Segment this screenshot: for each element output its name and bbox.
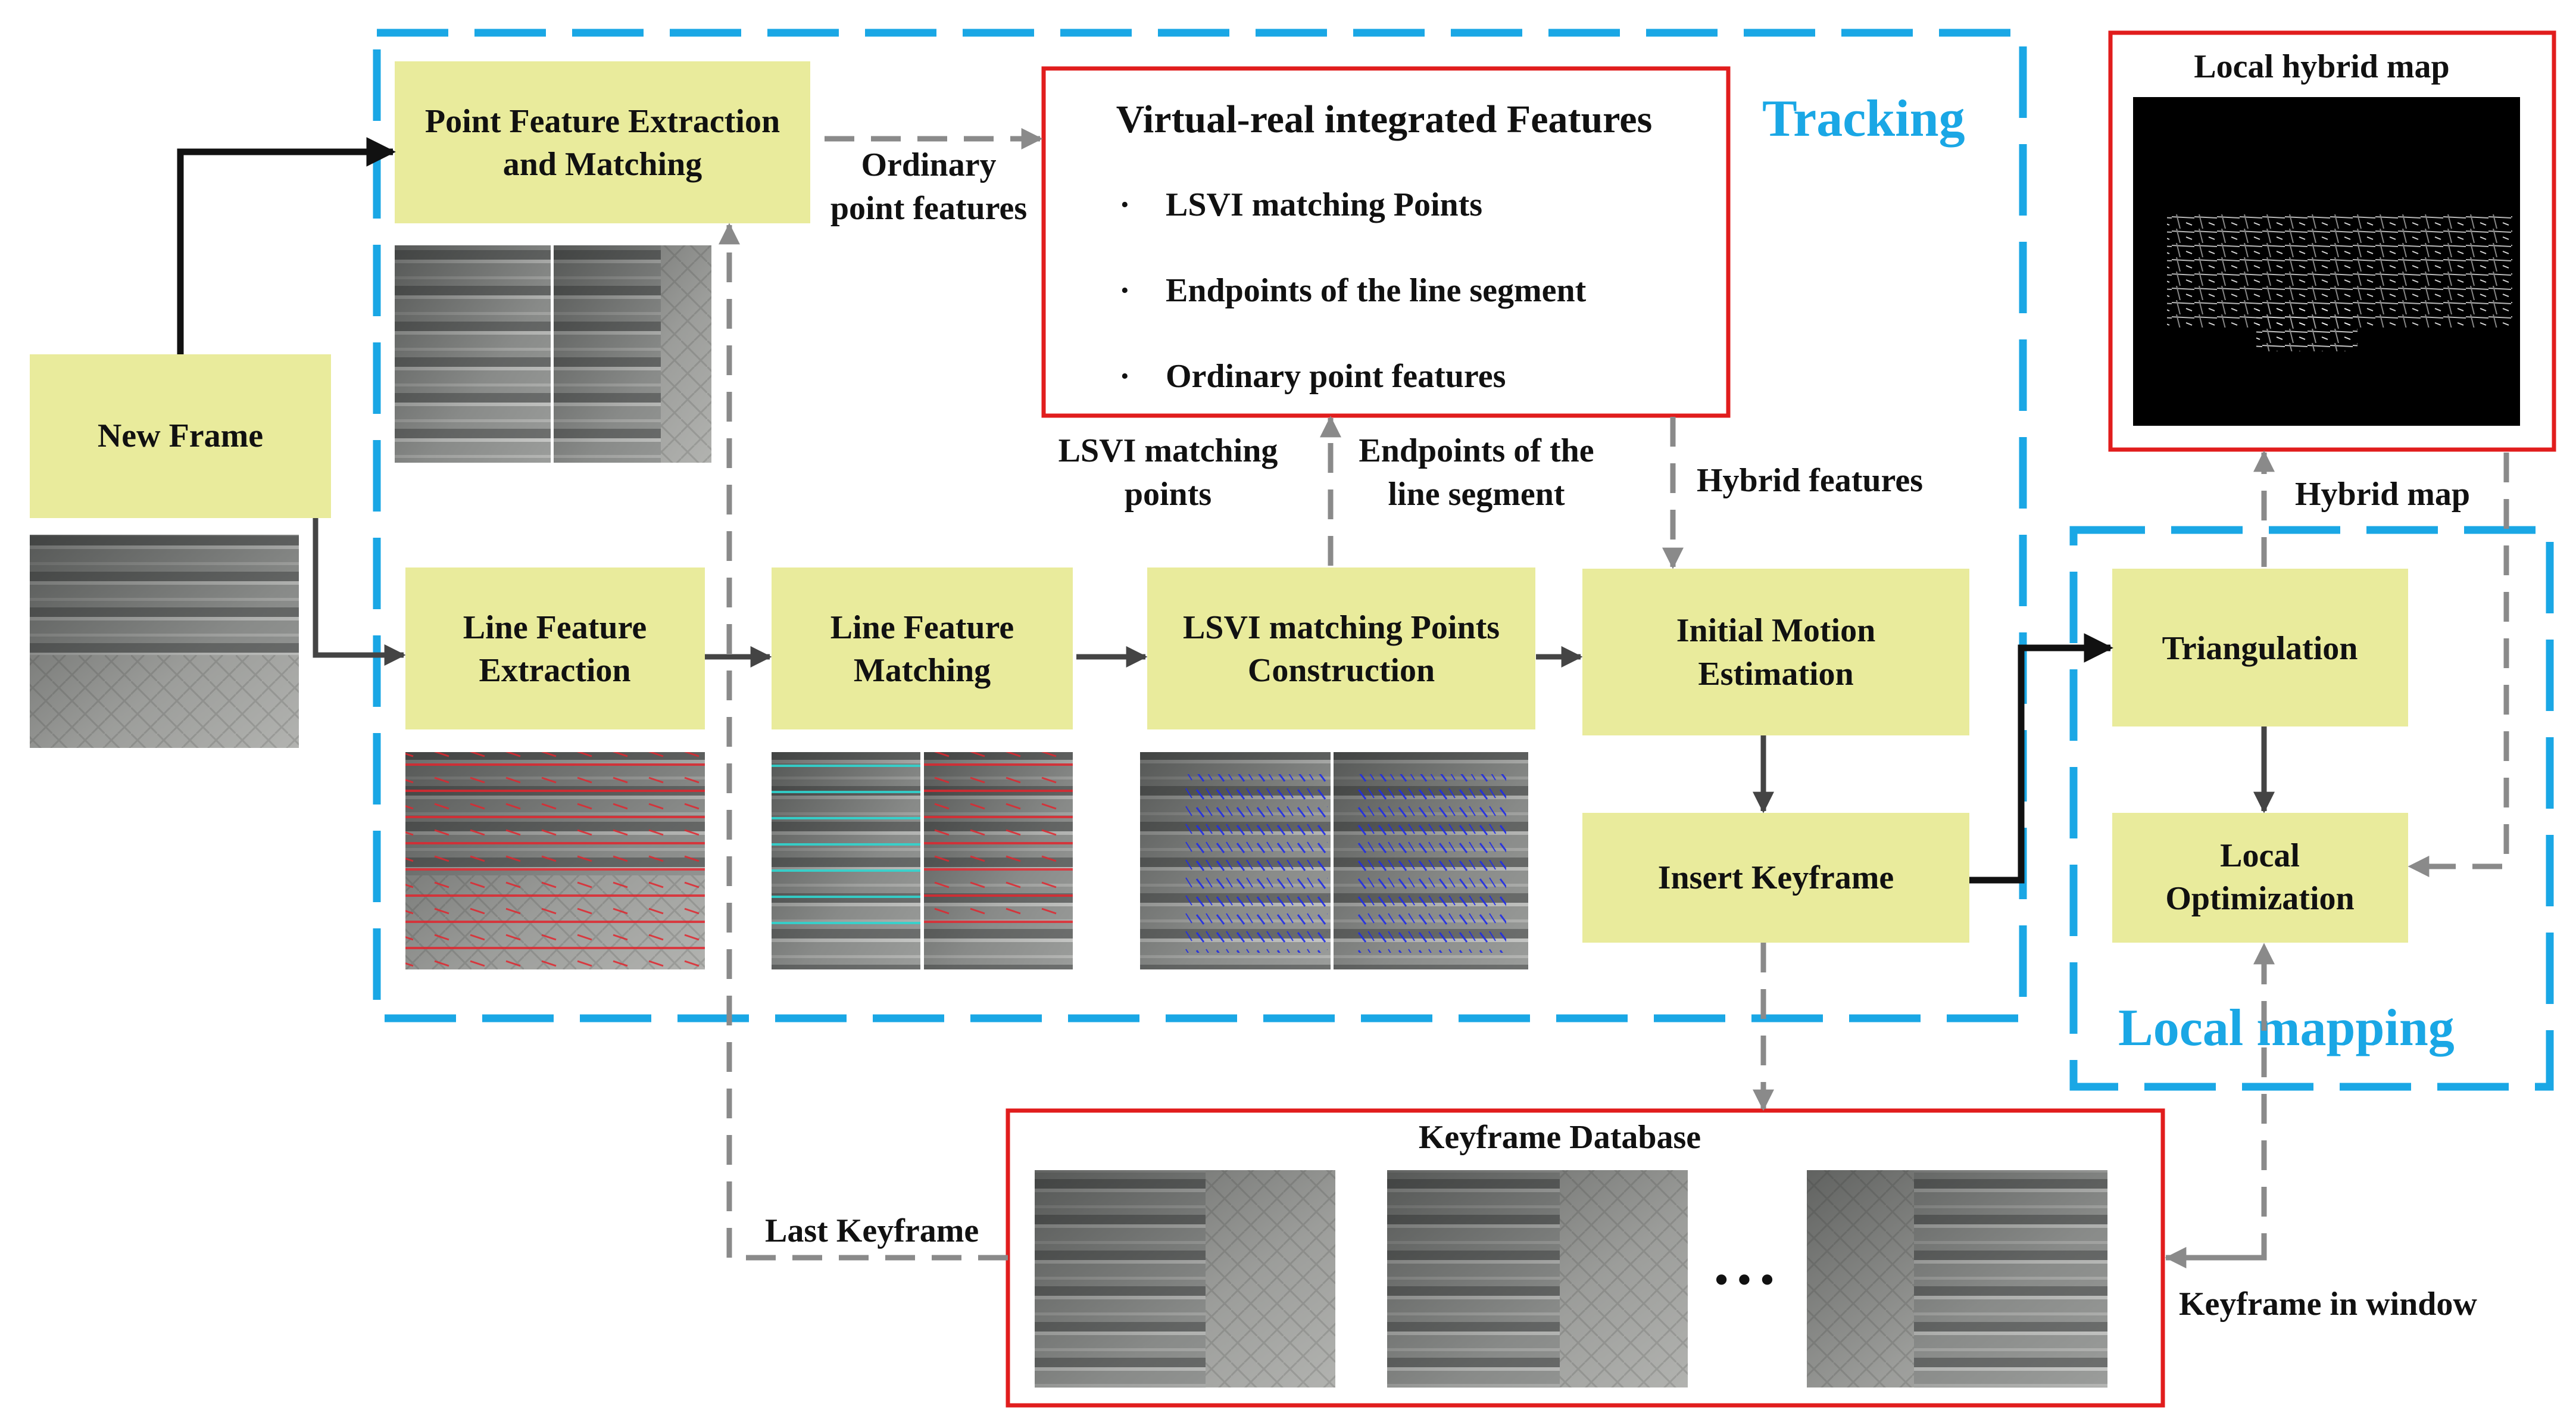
initial-motion-estimation-box: Initial Motion Estimation (1582, 569, 1969, 735)
new-frame-box: New Frame (30, 354, 331, 518)
keyframe-thumbnail (1387, 1170, 1688, 1387)
local-hybrid-map-panel: Local hybrid map (2108, 30, 2556, 452)
arrow-map-to-local-optimization (2408, 453, 2509, 877)
virtual-real-features-panel: Virtual-real integrated Features · LSVI … (1041, 66, 1731, 418)
keyframe-ellipsis: • • • (1715, 1258, 1773, 1301)
line-feature-matching-box: Line Feature Matching (772, 567, 1073, 729)
label-lsvi-matching-points: points (1125, 476, 1211, 513)
label-ordinary-point-features: Ordinary (861, 146, 996, 183)
line-extraction-image (405, 752, 705, 969)
tracking-title: Tracking (1762, 90, 1965, 148)
svg-text:LSVI matching Points: LSVI matching Points (1183, 609, 1500, 646)
lsvi-image-pair (1140, 752, 1528, 969)
bullet-endpoints: Endpoints of the line segment (1166, 272, 1587, 309)
label-lsvi-matching-points: LSVI matching (1058, 432, 1278, 469)
svg-text:Local: Local (2220, 837, 2300, 874)
svg-text:Matching: Matching (854, 652, 991, 689)
arrow-new-frame-to-point-feature (177, 137, 396, 354)
local-mapping-region (2069, 526, 2554, 1091)
svg-text:Construction: Construction (1248, 652, 1435, 689)
line-matching-image-pair (772, 752, 1073, 969)
lsvi-construction-box: LSVI matching Points Construction (1147, 567, 1535, 729)
local-optimization-box: Local Optimization (2112, 813, 2408, 943)
bullet-lsvi-points: LSVI matching Points (1166, 186, 1482, 223)
local-mapping-title: Local mapping (2118, 999, 2455, 1057)
label-endpoints-line-segment: Endpoints of the (1359, 432, 1594, 469)
arrow-insert-keyframe-to-triangulation (1969, 633, 2113, 884)
arrow-last-keyframe-feedback (719, 223, 1008, 1261)
new-frame-image (30, 535, 299, 748)
bullet-dot: · (1119, 272, 1131, 309)
bullet-dot: · (1119, 358, 1131, 395)
keyframe-database-title: Keyframe Database (1419, 1119, 1701, 1156)
svg-text:Initial Motion: Initial Motion (1676, 612, 1875, 649)
label-hybrid-map: Hybrid map (2295, 476, 2470, 513)
virtual-real-title: Virtual-real integrated Features (1116, 98, 1653, 141)
svg-text:Line Feature: Line Feature (463, 609, 647, 646)
keyframe-database-panel: Keyframe Database • • • (1006, 1108, 2165, 1408)
label-endpoints-line-segment: line segment (1388, 476, 1565, 513)
svg-text:Estimation: Estimation (1698, 656, 1853, 693)
point-cloud (2256, 304, 2358, 351)
bullet-dot: · (1119, 186, 1131, 223)
tracking-region (373, 29, 2027, 1022)
bullet-ordinary-points: Ordinary point features (1166, 358, 1506, 395)
line-feature-extraction-box: Line Feature Extraction (405, 567, 705, 729)
point-feature-image-pair (395, 245, 711, 463)
arrow-new-frame-to-line-extraction (313, 518, 406, 666)
svg-text:New Frame: New Frame (98, 417, 263, 454)
point-feature-extraction-box: Point Feature Extraction and Matching (395, 61, 810, 223)
label-ordinary-point-features: point features (830, 190, 1027, 227)
svg-text:Triangulation: Triangulation (2162, 630, 2358, 667)
svg-text:and Matching: and Matching (503, 146, 702, 183)
svg-text:Point Feature Extraction: Point Feature Extraction (425, 103, 780, 140)
label-last-keyframe: Last Keyframe (765, 1212, 979, 1249)
svg-text:Extraction: Extraction (479, 652, 630, 689)
svg-text:Optimization: Optimization (2165, 880, 2354, 917)
local-hybrid-map-title: Local hybrid map (2194, 48, 2449, 85)
svg-text:Insert Keyframe: Insert Keyframe (1658, 859, 1894, 896)
insert-keyframe-box: Insert Keyframe (1582, 813, 1969, 943)
triangulation-box: Triangulation (2112, 569, 2408, 726)
arrow-database-window-to-optimization (2166, 943, 2275, 1261)
svg-text:Line Feature: Line Feature (830, 609, 1014, 646)
keyframe-thumbnail (1035, 1170, 1335, 1387)
keyframe-thumbnail (1807, 1170, 2107, 1387)
label-hybrid-features: Hybrid features (1697, 462, 1923, 499)
label-keyframe-in-window: Keyframe in window (2179, 1286, 2477, 1323)
